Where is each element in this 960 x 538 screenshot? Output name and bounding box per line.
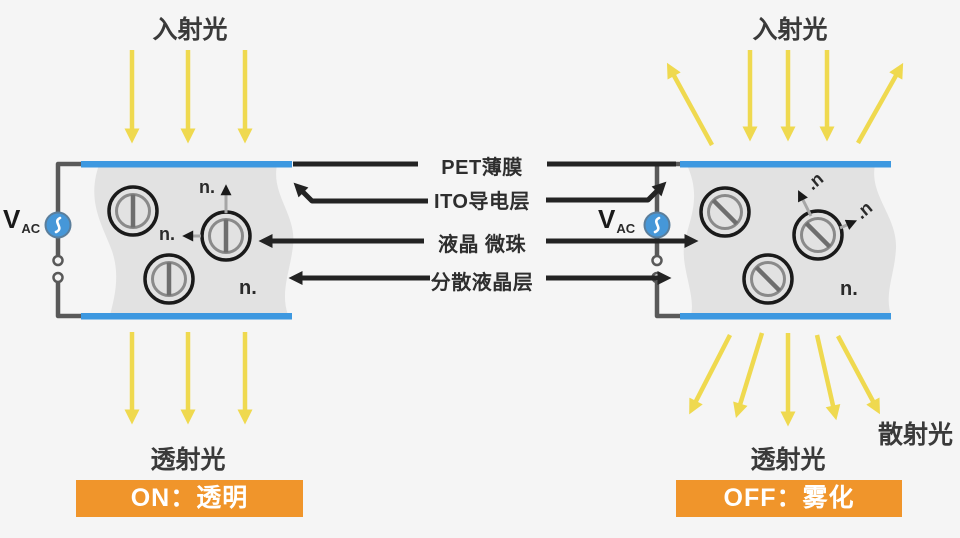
left-incident-light-arrows xyxy=(124,50,253,144)
right-director-axis-arrows xyxy=(798,190,858,230)
switch-terminal xyxy=(52,271,64,284)
lc-dispersed-layer-label: 分散液晶层 xyxy=(430,272,534,294)
voltage-subscript: AC xyxy=(21,221,41,236)
n-axis-arrow-right xyxy=(839,219,858,230)
voltage-symbol: V xyxy=(598,204,616,234)
right-voltage-label: VAC xyxy=(598,204,636,236)
lc-bead-label: 液晶 微珠 xyxy=(437,234,527,256)
lc-droplet xyxy=(699,186,751,238)
ito-connector-left xyxy=(293,182,428,204)
reflected-light-arrow xyxy=(856,62,904,145)
left-transmitted-light-arrows xyxy=(124,332,253,425)
right-incident-light-arrows xyxy=(666,50,904,147)
switch-terminal xyxy=(52,254,64,267)
lc-droplet xyxy=(143,253,195,305)
left-lc-droplets xyxy=(107,185,252,305)
voltage-subscript: AC xyxy=(616,221,636,236)
left-ac-source-icon xyxy=(44,211,72,239)
n-axis-arrow-upleft xyxy=(798,190,813,217)
ito-connector-right xyxy=(546,181,667,203)
electrode-wire xyxy=(654,282,680,319)
light-arrow xyxy=(733,332,765,419)
left-voltage-label: VAC xyxy=(3,204,41,236)
left-state-banner: ON：透明 xyxy=(76,480,303,517)
reflected-light-arrow xyxy=(666,62,714,147)
lc-droplet xyxy=(107,185,159,237)
right-n-corner-label: n. xyxy=(840,278,858,300)
lc-droplet xyxy=(792,209,844,261)
left-n-up-label: n. xyxy=(199,177,215,197)
electrode-wire xyxy=(55,161,81,213)
lc-droplet xyxy=(200,210,252,262)
right-scattered-light-label: 散射光 xyxy=(878,421,954,449)
right-transmitted-light-label: 透射光 xyxy=(750,446,826,474)
light-arrow xyxy=(689,333,733,415)
left-n-left-label: n. xyxy=(159,224,175,244)
right-scattered-light-arrows xyxy=(689,332,880,427)
right-incident-light-label: 入射光 xyxy=(752,16,828,44)
director-line xyxy=(754,265,782,293)
electrode-wire xyxy=(654,161,680,213)
left-director-axis-arrows xyxy=(182,184,232,242)
right-ac-source-icon xyxy=(643,211,671,239)
left-circuit xyxy=(52,161,81,319)
pet-film-label: PET薄膜 xyxy=(441,157,523,179)
voltage-symbol: V xyxy=(3,204,21,234)
left-top-electrode-layer xyxy=(81,161,292,168)
layer-label-connectors xyxy=(258,161,699,285)
director-line xyxy=(711,198,739,226)
left-incident-light-label: 入射光 xyxy=(152,16,228,44)
light-arrow xyxy=(836,334,880,415)
right-lc-droplets xyxy=(699,186,844,305)
left-transmitted-light-label: 透射光 xyxy=(150,446,226,474)
right-top-electrode-layer xyxy=(680,161,891,168)
director-line xyxy=(804,221,832,249)
left-n-corner-label: n. xyxy=(239,277,257,299)
switch-terminal xyxy=(651,254,663,267)
ito-layer-label: ITO导电层 xyxy=(434,191,530,213)
lc-droplet xyxy=(742,253,794,305)
left-bottom-electrode-layer xyxy=(81,313,292,320)
right-bottom-electrode-layer xyxy=(680,313,891,320)
light-arrow xyxy=(814,334,841,421)
electrode-wire xyxy=(55,282,81,319)
right-state-banner: OFF：雾化 xyxy=(676,480,902,517)
